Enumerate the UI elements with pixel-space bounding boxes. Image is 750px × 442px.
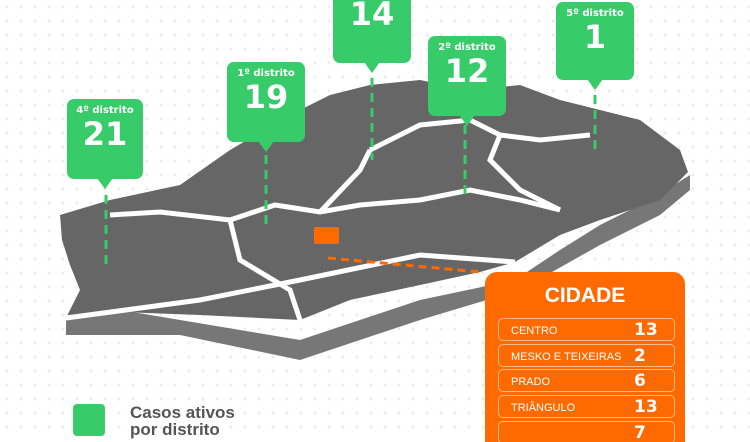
- row-value: 7: [634, 423, 646, 442]
- row-label: MESKO E TEIXEIRAS: [511, 351, 622, 363]
- row-value: 6: [634, 371, 646, 391]
- pin-value: 14: [349, 0, 395, 33]
- row-value: 13: [634, 320, 658, 340]
- city-row: CENTRO 13: [498, 318, 675, 341]
- pin-value: 1: [583, 18, 607, 56]
- city-row: MESKO E TEIXEIRAS 2: [498, 344, 675, 367]
- row-label: CENTRO: [511, 325, 558, 337]
- legend-swatch: [73, 404, 105, 436]
- legend-text: Casos ativos por distrito: [130, 403, 235, 439]
- city-row: 7: [498, 421, 675, 442]
- pin-label: 5º distrito: [566, 8, 624, 19]
- row-value: 13: [634, 397, 658, 417]
- city-marker: [314, 227, 339, 244]
- pin-value: 12: [444, 52, 490, 90]
- pin-district-3: 14: [333, 0, 411, 73]
- row-label: TRIÂNGULO: [511, 402, 576, 414]
- pin-value: 21: [82, 115, 128, 153]
- pin-label: 2º distrito: [438, 42, 496, 53]
- map-shadow: [66, 175, 690, 360]
- row-label: PRADO: [511, 376, 551, 388]
- city-row: PRADO 6: [498, 369, 675, 392]
- pin-label: 4º distrito: [76, 105, 134, 116]
- district-map: [60, 78, 690, 360]
- city-panel: CIDADE CENTRO 13 MESKO E TEIXEIRAS 2 PRADO…: [485, 272, 685, 442]
- pin-label: 1º distrito: [237, 68, 295, 79]
- pin-value: 19: [243, 78, 289, 116]
- city-title: CIDADE: [544, 284, 626, 307]
- city-row: TRIÂNGULO 13: [498, 395, 675, 418]
- row-value: 2: [634, 346, 646, 366]
